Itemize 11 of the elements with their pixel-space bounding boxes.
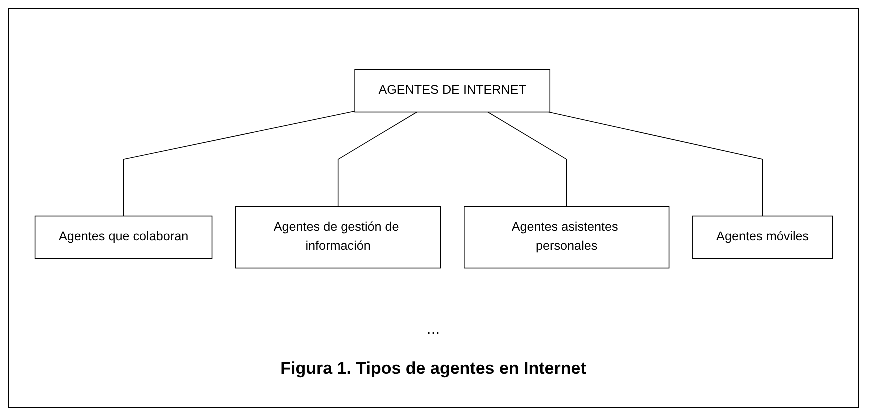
- connector: [123, 110, 356, 217]
- node-box: Agentes móviles: [692, 216, 834, 260]
- connector: [338, 112, 418, 208]
- figure-caption: Figura 1. Tipos de agentes en Internet: [280, 359, 588, 379]
- node-box: AGENTES DE INTERNET: [354, 69, 551, 113]
- node-box: Agentes de gestión de información: [236, 206, 442, 269]
- node-box: Agentes que colaboran: [34, 216, 213, 260]
- node-box: Agentes asistentes personales: [464, 206, 670, 269]
- connector: [488, 112, 568, 208]
- connector: [548, 112, 764, 217]
- ellipsis-text: …: [426, 321, 440, 337]
